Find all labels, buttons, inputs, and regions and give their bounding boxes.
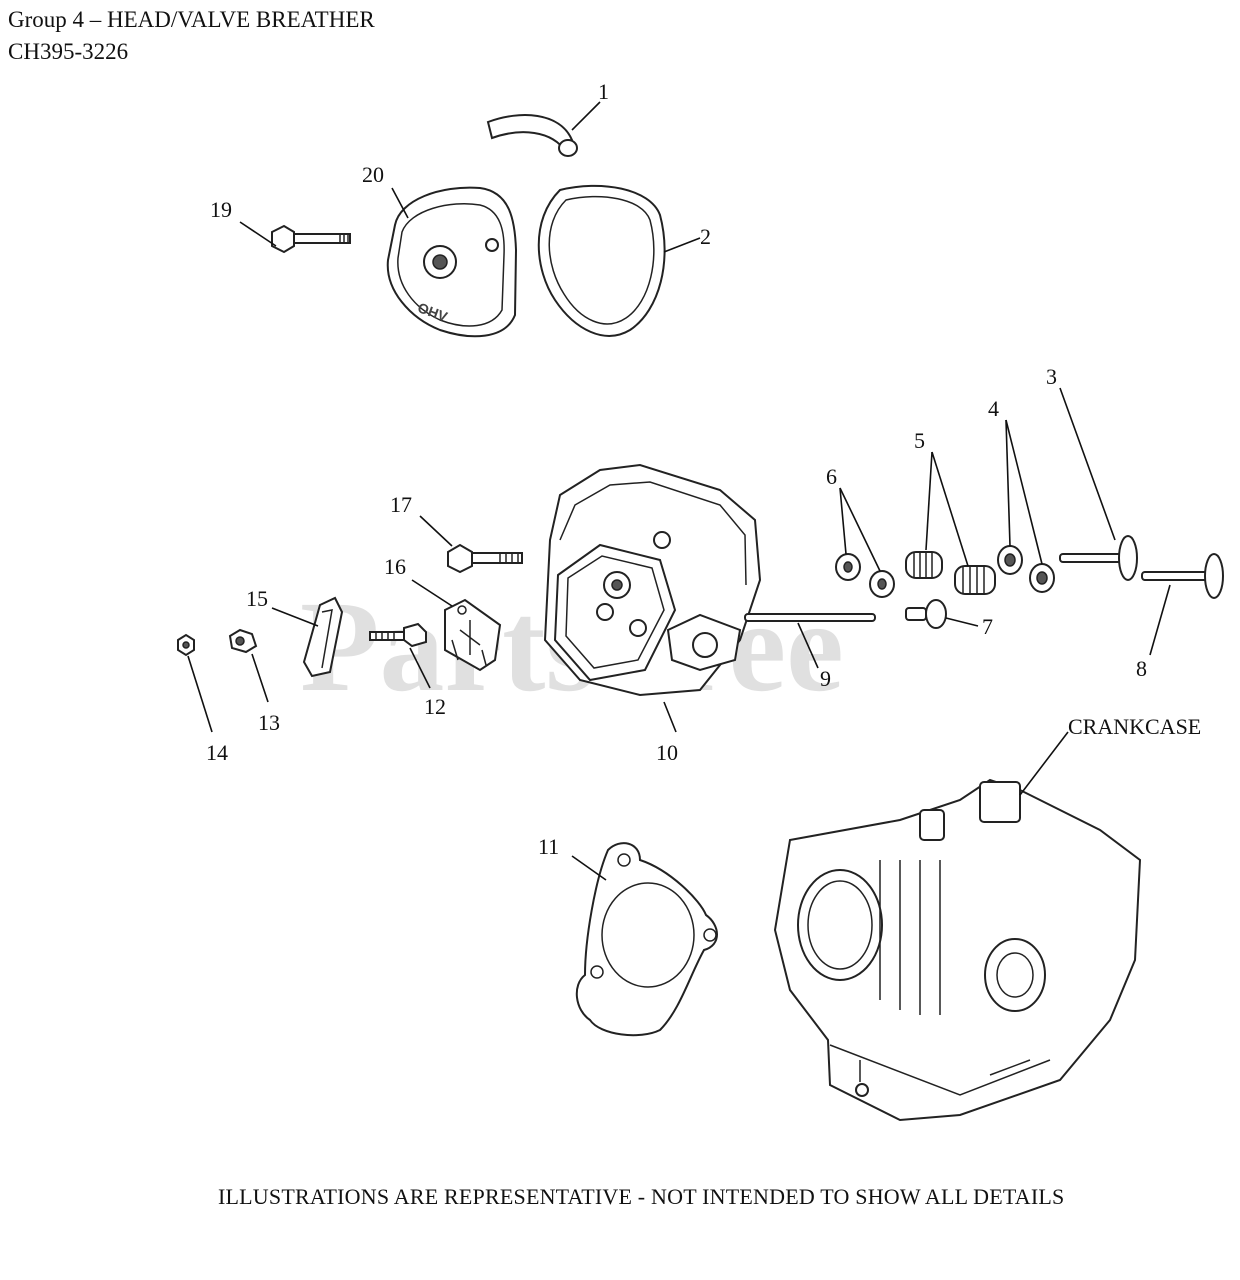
part-7-stem-seal[interactable] [905, 599, 947, 629]
callout-labels: 1 2 3 4 5 6 7 8 9 10 11 12 13 14 15 16 1… [206, 79, 1201, 859]
part-13-pivot[interactable] [228, 628, 258, 654]
part-11-head-gasket[interactable] [575, 842, 718, 1037]
model-number: CH395-3226 [8, 39, 129, 64]
part-17-head-bolt[interactable] [447, 543, 523, 574]
callout-14: 14 [206, 740, 228, 765]
callout-7: 7 [982, 614, 993, 639]
callout-11: 11 [538, 834, 559, 859]
callout-12: 12 [424, 694, 446, 719]
callout-10: 10 [656, 740, 678, 765]
part-4-spring-retainers[interactable] [997, 545, 1055, 593]
callout-16: 16 [384, 554, 406, 579]
callout-1: 1 [598, 79, 609, 104]
callout-3: 3 [1046, 364, 1057, 389]
part-5-valve-springs[interactable] [905, 551, 996, 595]
part-16-guide-plate[interactable] [444, 598, 502, 672]
callout-9: 9 [820, 666, 831, 691]
crankcase-assembly[interactable] [773, 778, 1142, 1122]
part-12-rocker-stud[interactable] [369, 622, 427, 648]
callout-8: 8 [1136, 656, 1147, 681]
part-15-rocker-arm[interactable] [302, 596, 344, 678]
part-10-cylinder-head[interactable] [543, 463, 762, 697]
part-14-jam-nut[interactable] [177, 633, 195, 657]
callout-13: 13 [258, 710, 280, 735]
callout-20: 20 [362, 162, 384, 187]
callout-6: 6 [826, 464, 837, 489]
page-title: Group 4 – HEAD/VALVE BREATHER [8, 7, 375, 32]
part-9-push-rod[interactable] [744, 613, 876, 622]
part-2-cover-gasket[interactable] [537, 184, 666, 337]
part-3-intake-valve[interactable] [1059, 535, 1138, 581]
callout-crankcase: CRANKCASE [1068, 714, 1201, 739]
part-6-valve-keepers[interactable] [835, 553, 895, 598]
part-8-exhaust-valve[interactable] [1141, 553, 1224, 599]
callout-4: 4 [988, 396, 999, 421]
callout-19: 19 [210, 197, 232, 222]
callout-2: 2 [700, 224, 711, 249]
callout-5: 5 [914, 428, 925, 453]
callout-17: 17 [390, 492, 412, 517]
leader-lines [187, 101, 1171, 881]
part-1-breather-hose[interactable] [486, 114, 578, 157]
callout-15: 15 [246, 586, 268, 611]
part-20-valve-cover[interactable]: OHV [386, 186, 518, 338]
part-19-cover-bolt[interactable] [271, 224, 351, 254]
disclaimer-footer: ILLUSTRATIONS ARE REPRESENTATIVE - NOT I… [218, 1184, 1065, 1209]
